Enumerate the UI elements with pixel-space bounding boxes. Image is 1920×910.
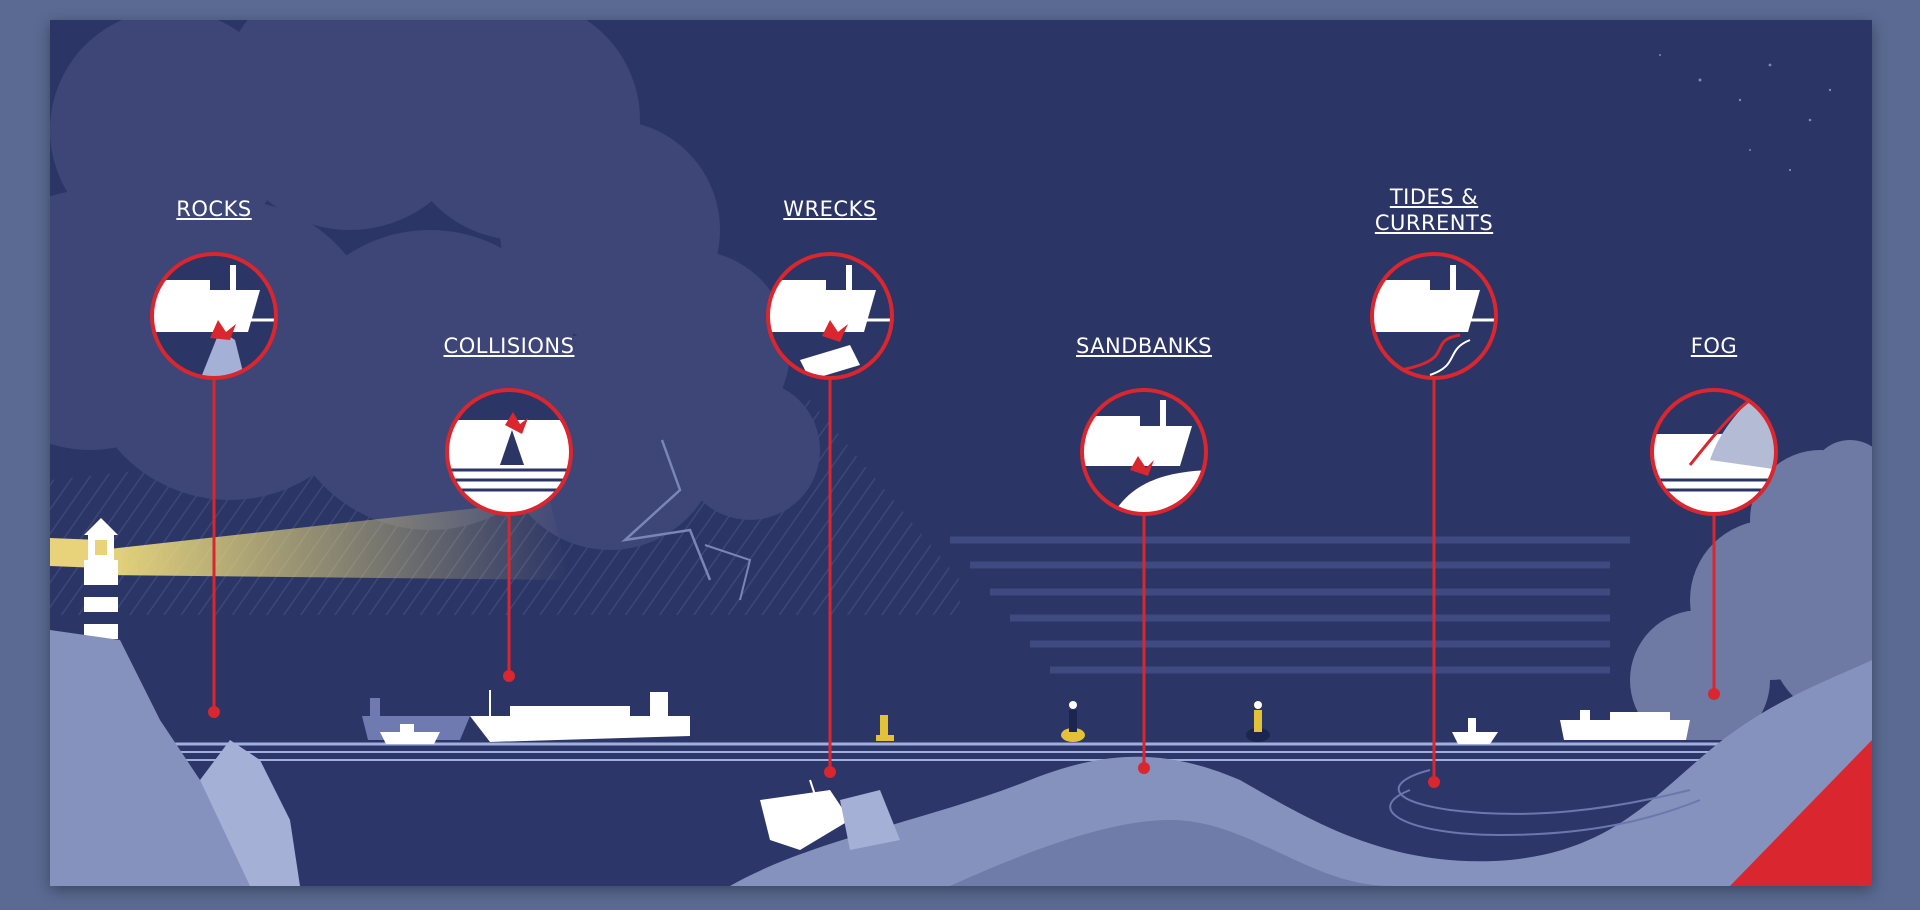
underwater-rocks xyxy=(200,740,300,886)
buoy-yellow-2 xyxy=(1061,701,1085,742)
maritime-hazards-scene xyxy=(50,20,1872,886)
lighthouse-beam xyxy=(100,500,570,580)
lightning-bolt xyxy=(621,439,712,581)
label-tides-line2: CURRENTS xyxy=(1374,211,1494,235)
label-wrecks[interactable]: WRECKS xyxy=(783,197,877,221)
sunken-wreck xyxy=(760,779,900,850)
label-fog[interactable]: FOG xyxy=(1690,334,1738,358)
fog-icon xyxy=(1650,388,1778,516)
label-tides-line1: TIDES & xyxy=(1389,185,1479,209)
label-sandbanks[interactable]: SANDBANKS xyxy=(1075,334,1213,358)
collision-icon xyxy=(445,388,573,516)
small-boat xyxy=(1452,718,1498,744)
tide-currents-icon xyxy=(1370,252,1498,380)
illustration-frame: ROCKS COLLISIONS WRECKS SANDBANKS TIDES … xyxy=(50,20,1872,886)
label-tides-currents[interactable]: TIDES & CURRENTS xyxy=(1375,184,1493,236)
label-rocks[interactable]: ROCKS xyxy=(176,197,252,221)
seabed-sandbank xyxy=(730,660,1872,886)
buoy-yellow-1 xyxy=(876,715,894,741)
collision-ships xyxy=(362,690,690,744)
rocks-impact-icon xyxy=(150,252,278,380)
fog-ship xyxy=(1560,710,1690,740)
callout-dots xyxy=(208,670,1720,788)
fog-bands xyxy=(950,536,1630,674)
label-collisions[interactable]: COLLISIONS xyxy=(443,334,575,358)
stars xyxy=(1659,54,1832,172)
callout-lines xyxy=(212,378,1716,782)
wreck-impact-icon xyxy=(766,252,894,380)
buoy-dark xyxy=(1246,701,1270,742)
corner-accent xyxy=(1730,740,1872,886)
